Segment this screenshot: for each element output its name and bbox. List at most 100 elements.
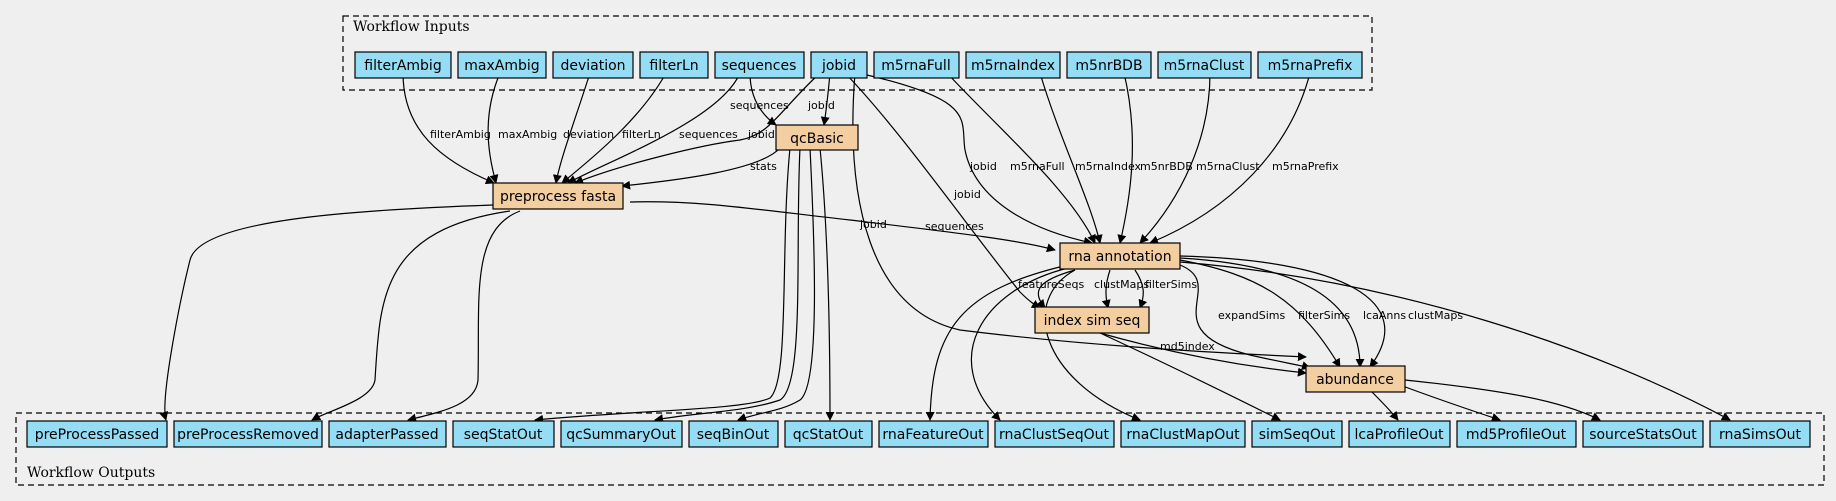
step-node-qcBasic-box	[775, 124, 859, 151]
output-node-adapterPassed: adapterPassed	[335, 427, 438, 443]
edge-jobid-rna	[857, 72, 1093, 246]
edge-qcbasic-preprocess	[621, 147, 781, 190]
output-node-rnaFeatureOut-box	[878, 420, 989, 448]
step-node-indexsim-box	[1034, 306, 1150, 334]
input-node-m5nrBDB: m5nrBDB	[1075, 58, 1142, 74]
input-node-deviation: deviation	[560, 58, 625, 74]
edge-rna-abundance-filterSims	[1179, 259, 1341, 368]
step-node-abundance-box	[1305, 365, 1406, 393]
output-node-rnaClustMapOut: rnaClustMapOut	[1126, 427, 1240, 443]
edge-qcbasic-seqStatOut	[534, 147, 791, 424]
input-node-m5rnaFull: m5rnaFull	[881, 58, 950, 74]
input-node-m5rnaClust-box	[1157, 51, 1252, 79]
output-node-qcStatOut: qcStatOut	[793, 427, 864, 443]
edge-preprocess-rna	[629, 201, 1056, 253]
outputs-cluster: Workflow Outputs	[15, 412, 1825, 486]
input-node-m5rnaFull-box	[873, 51, 960, 79]
input-node-m5rnaIndex: m5rnaIndex	[971, 58, 1055, 74]
output-node-simSeqOut: simSeqOut	[1259, 427, 1336, 443]
input-node-m5rnaIndex-box	[965, 51, 1061, 79]
input-node-sequences-box	[714, 51, 805, 79]
output-node-md5ProfileOut: md5ProfileOut	[1466, 427, 1567, 443]
output-node-qcStatOut-box	[784, 420, 873, 448]
output-node-qcSummaryOut: qcSummaryOut	[566, 427, 676, 443]
input-node-m5rnaPrefix: m5rnaPrefix	[1268, 58, 1353, 74]
step-node-rna-box	[1059, 242, 1181, 270]
edge-jobid-preprocess	[574, 72, 821, 185]
output-node-sourceStatsOut: sourceStatsOut	[1589, 427, 1697, 443]
edge-rna-index-featureSeqs	[1036, 269, 1076, 309]
edge-rna-index-clustMaps	[1101, 269, 1111, 309]
edge-rna-rnaClustSeqOut	[970, 267, 1069, 421]
edge-abundance-md5ProfileOut	[1399, 384, 1501, 422]
step-node-rna: rna annotation	[1068, 249, 1171, 265]
output-node-simSeqOut-box	[1251, 420, 1343, 448]
edge-label-stats: stats	[750, 160, 777, 173]
input-node-filterLn-box	[639, 51, 709, 79]
edge-index-abundance	[1099, 332, 1307, 377]
edge-rna-abundance-expandSims	[1179, 264, 1311, 370]
output-node-rnaSimsOut-box	[1709, 420, 1811, 448]
input-node-filterAmbig-box	[354, 51, 452, 79]
edge-filterLn-preprocess	[561, 72, 667, 184]
edge-rna-abundance-lcaAnns	[1179, 257, 1365, 368]
input-node-sequences: sequences	[722, 58, 797, 74]
edge-index-simSeqOut	[1099, 332, 1281, 421]
edge-label-m5rnaIndex: m5rnaIndex	[1075, 160, 1142, 173]
edge-label-m5rnaFull: m5rnaFull	[1010, 160, 1065, 173]
edge-filterAmbig-preprocess	[402, 72, 495, 184]
output-node-preProcessPassed: preProcessPassed	[35, 427, 160, 443]
edge-m5rnaPrefix-rna	[1149, 72, 1311, 245]
edge-label-m5rnaPrefix: m5rnaPrefix	[1272, 160, 1339, 173]
edge-m5nrBDB-rna	[1117, 72, 1133, 244]
edge-label-sequences-rna: sequences	[925, 220, 984, 233]
edge-preprocess-preProcessRemoved	[311, 210, 511, 421]
input-nodes: filterAmbig maxAmbig deviation filterLn …	[354, 51, 1363, 79]
outputs-cluster-title: Workflow Outputs	[27, 465, 155, 481]
edge-label-jobid-qc: jobid	[807, 99, 835, 112]
output-node-preProcessRemoved: preProcessRemoved	[177, 427, 319, 443]
edge-label-m5rnaClust: m5rnaClust	[1196, 160, 1260, 173]
edge-jobid-index	[844, 72, 1041, 309]
inputs-cluster: Workflow Inputs	[342, 15, 1373, 91]
edge-rna-rnaSimsOut	[1179, 261, 1731, 421]
edge-label-jobid-pre: jobid	[747, 128, 775, 141]
input-node-jobid: jobid	[821, 58, 856, 74]
output-node-preProcessRemoved-box	[173, 420, 323, 448]
edge-label-md5index: md5index	[1160, 340, 1215, 353]
edge-rna-index-filterSims	[1134, 269, 1148, 309]
output-node-rnaFeatureOut: rnaFeatureOut	[882, 427, 984, 443]
edge-label-featureSeqs: featureSeqs	[1018, 278, 1084, 291]
step-nodes: qcBasic preprocess fasta rna annotation …	[492, 124, 1406, 393]
output-node-preProcessPassed-box	[26, 420, 168, 448]
edge-label-filterAmbig: filterAmbig	[430, 128, 491, 141]
edge-m5rnaClust-rna	[1139, 72, 1211, 244]
edge-qcbasic-seqBinOut	[737, 147, 816, 422]
output-node-seqBinOut-box	[688, 420, 779, 448]
output-node-lcaProfileOut-box	[1348, 420, 1451, 448]
edge-preprocess-preProcessPassed	[159, 204, 494, 421]
input-node-jobid-box	[810, 51, 868, 79]
edge-label-m5nrBDB: m5nrBDB	[1140, 160, 1193, 173]
input-node-maxAmbig: maxAmbig	[464, 58, 539, 74]
output-node-md5ProfileOut-box	[1456, 420, 1577, 448]
edge-label-filterSims-index: filterSims	[1145, 278, 1197, 291]
edge-label-maxAmbig: maxAmbig	[498, 128, 557, 141]
output-node-qcSummaryOut-box	[560, 420, 683, 448]
edge-label-jobid-index: jobid	[953, 188, 981, 201]
edge-abundance-sourceStatsOut	[1404, 379, 1601, 421]
step-node-preprocess: preprocess fasta	[500, 189, 616, 205]
edge-preprocess-adapterPassed	[407, 210, 521, 423]
edge-label-deviation: deviation	[563, 128, 614, 141]
edge-rna-rnaClustMapOut	[1044, 269, 1141, 422]
edge-sequences-preprocess	[567, 72, 741, 184]
output-node-lcaProfileOut: lcaProfileOut	[1354, 427, 1444, 443]
step-node-indexsim: index sim seq	[1044, 313, 1141, 329]
edge-label-jobid-rna: jobid	[969, 160, 997, 173]
edge-qcbasic-qcStatOut	[819, 147, 835, 421]
edge-maxAmbig-preprocess	[487, 72, 501, 184]
edge-m5rnaFull-rna	[946, 72, 1096, 244]
output-node-seqBinOut: seqBinOut	[697, 427, 770, 443]
